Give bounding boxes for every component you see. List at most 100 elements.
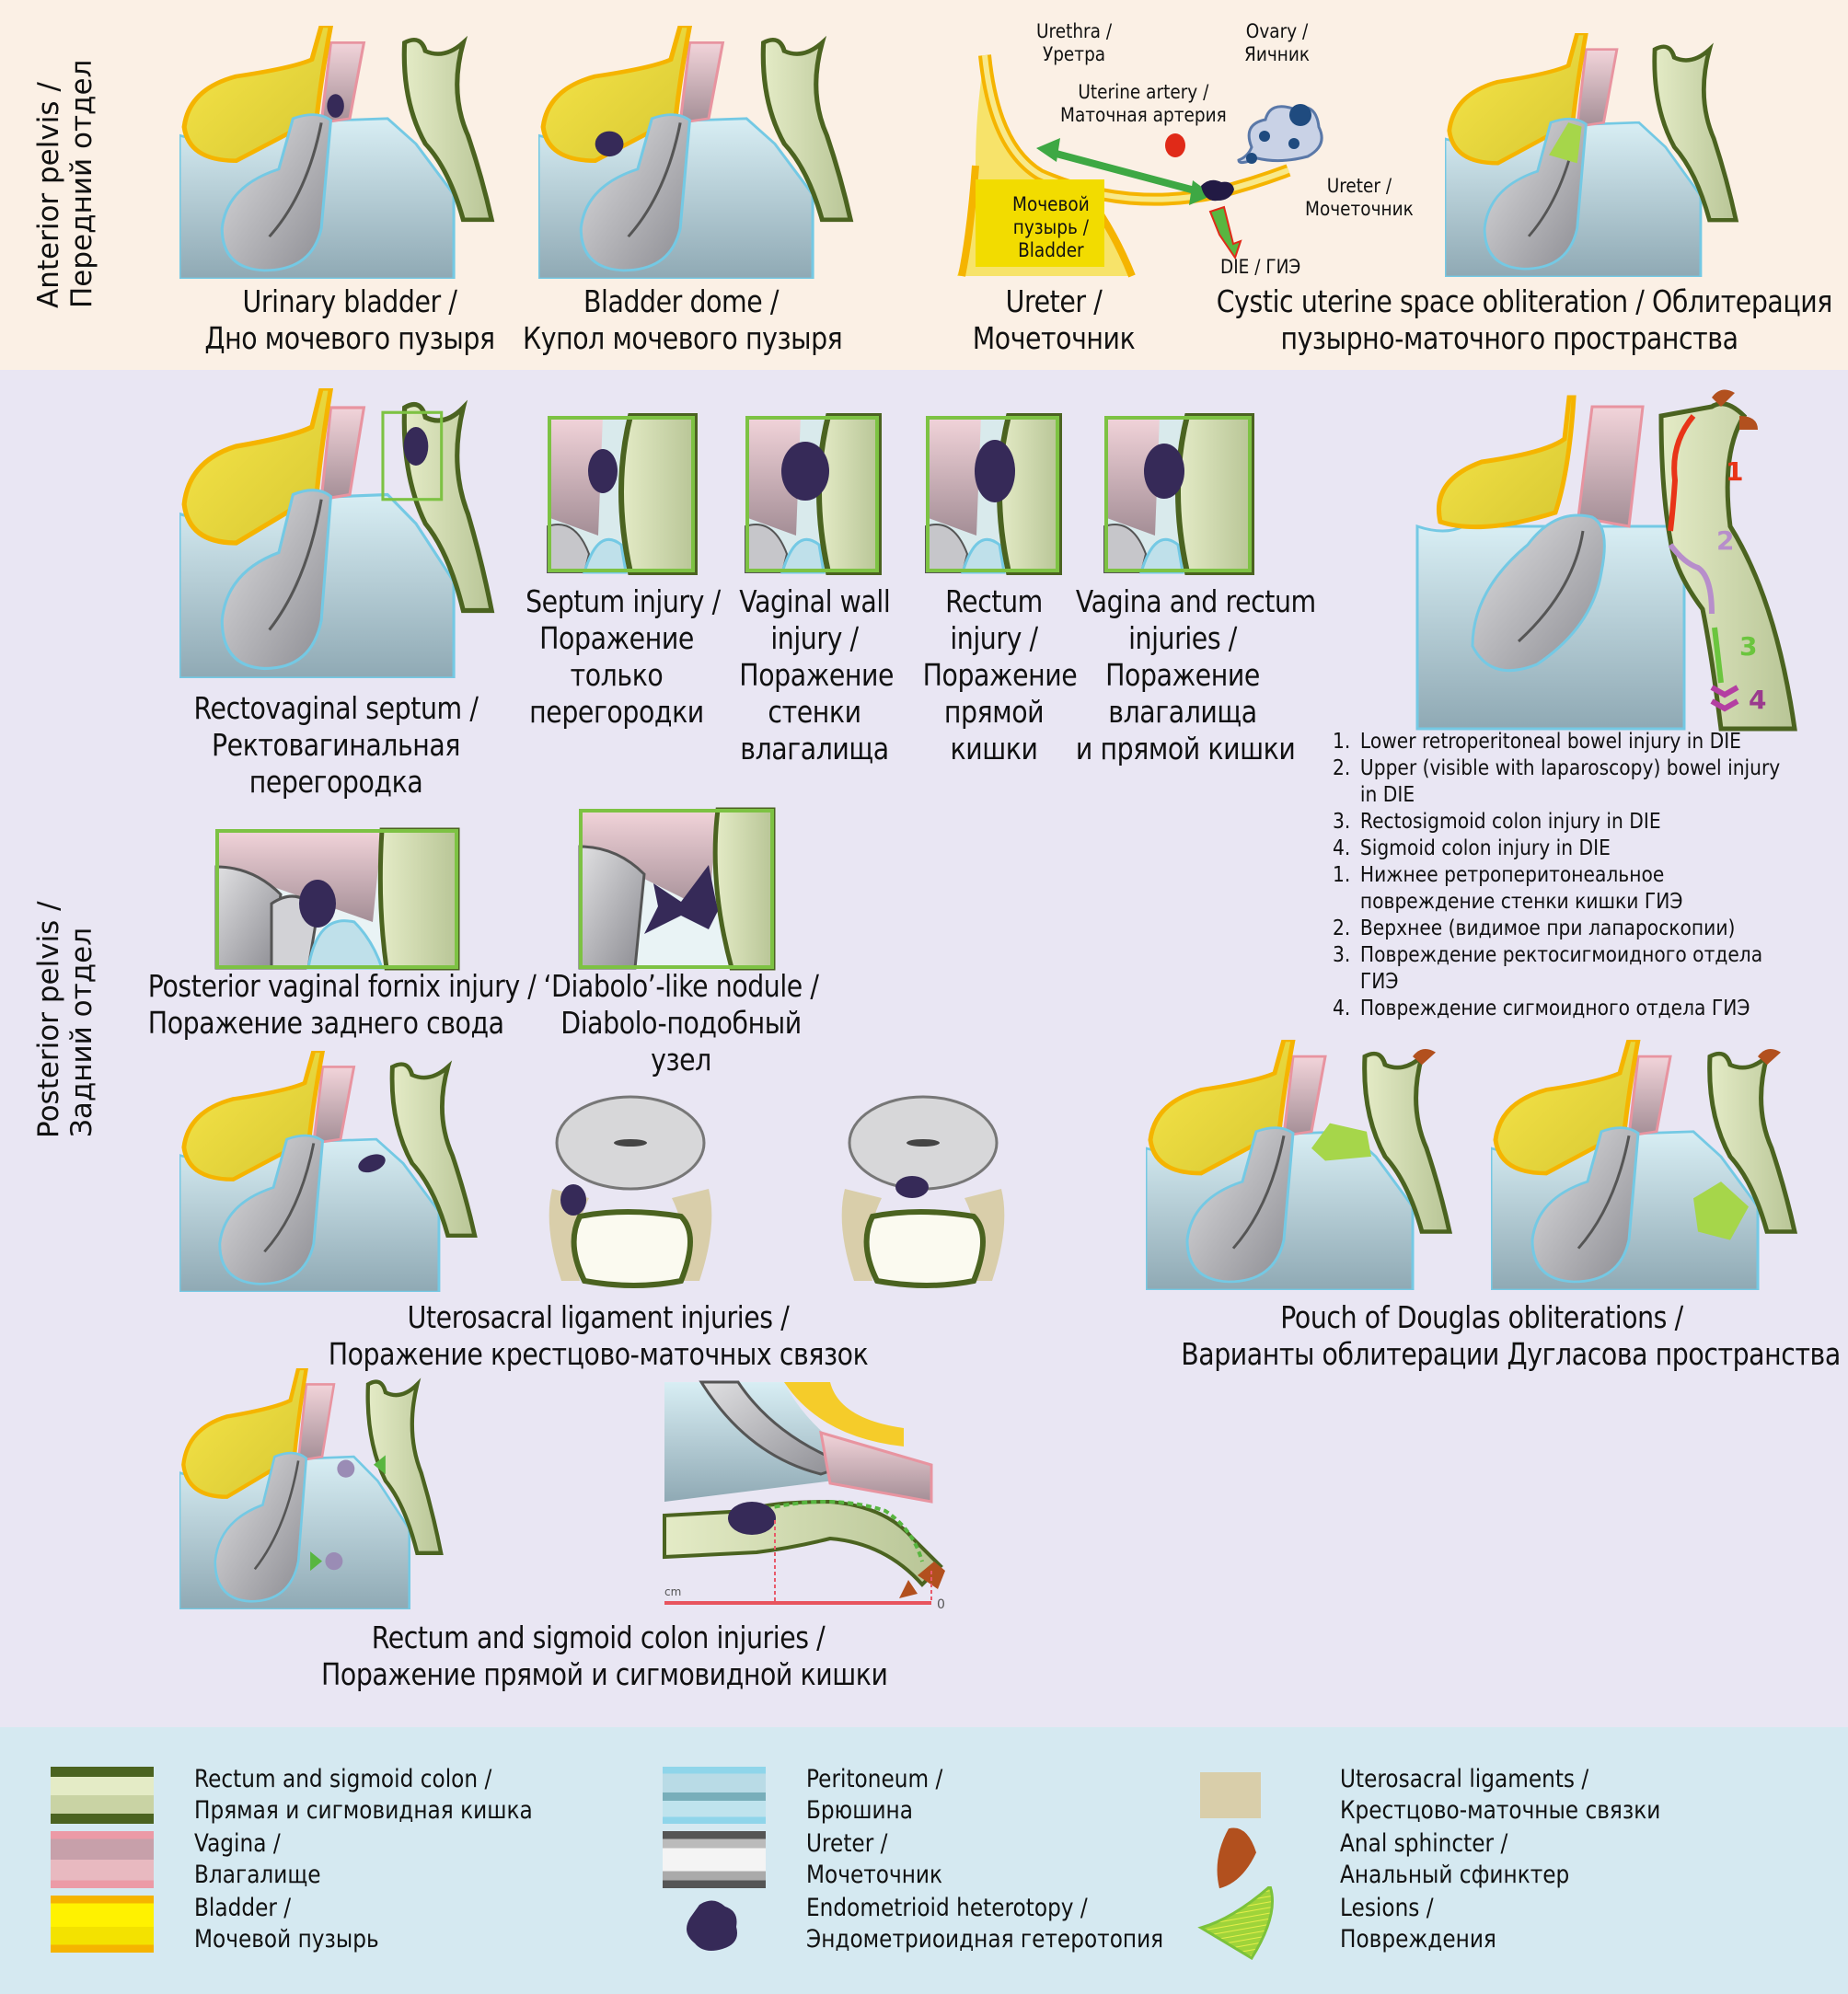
svg-text:0: 0	[937, 1597, 945, 1612]
urinary-bladder-diagram	[179, 26, 520, 279]
bladder-swatch-icon	[51, 1896, 154, 1953]
legend-label-en: Endometrioid heterotopy /	[806, 1894, 1088, 1922]
nodule-icon	[781, 442, 829, 501]
douglas-obliteration-diagram-2	[1491, 1040, 1822, 1290]
svg-text:2: 2	[1716, 525, 1734, 556]
detail-box-3	[925, 413, 1062, 575]
rectovaginal-septum-diagram	[179, 388, 520, 678]
bowel-level-item: 1.Нижнее ретроперитонеальное повреждение…	[1333, 863, 1683, 914]
svg-text:4: 4	[1749, 685, 1766, 715]
nodule-icon	[327, 94, 344, 118]
caption-bladder-dome: Bladder dome /Купол мочевого пузыря	[523, 283, 843, 356]
level-2-arrow	[1668, 543, 1715, 615]
bowel-level-item: 4.Повреждение сигмоидного отдела ГИЭ	[1333, 997, 1750, 1020]
level-4-chevron	[1710, 685, 1739, 712]
cystic-uterine-obliteration-diagram	[1445, 33, 1762, 277]
nodule-icon	[644, 865, 718, 934]
lesion-icon	[1311, 1123, 1371, 1161]
nodule-icon	[728, 1502, 776, 1535]
sphincter-icon	[1413, 1048, 1436, 1066]
caption-douglas: Pouch of Douglas obliterations /Варианты…	[1181, 1299, 1841, 1372]
lesion-icon	[1549, 122, 1582, 164]
legend-label-ru: Эндометриоидная гетеротопия	[806, 1925, 1164, 1954]
anterior-section-label: Anterior pelvis / Передний отдел	[32, 59, 98, 308]
legend-label-en: Anal sphincter /	[1340, 1829, 1508, 1858]
nodule-icon	[358, 1154, 386, 1173]
legend-label-en: Ureter /	[806, 1829, 888, 1858]
caption-posterior-fornix: Posterior vaginal fornix injury /Поражен…	[147, 968, 537, 1041]
bowel-level-item: 4.Sigmoid colon injury in DIE	[1333, 836, 1611, 860]
die-arrow-icon	[1208, 205, 1242, 260]
sphincter-icon	[1758, 1048, 1781, 1066]
nodule-icon	[663, 1896, 766, 1953]
caption-ureter: Ureter /Мочеточник	[972, 283, 1136, 356]
caption-uterosacral: Uterosacral ligament injuries /Поражение…	[328, 1299, 869, 1372]
nodule-icon	[325, 1551, 343, 1571]
legend-label-en: Uterosacral ligaments /	[1340, 1765, 1589, 1793]
nodule-icon	[895, 1176, 929, 1198]
ureter-diagram	[957, 54, 1323, 278]
level-1-arrow	[1668, 414, 1696, 532]
anterior-pelvis-section: Anterior pelvis / Передний отдел Urethra…	[0, 0, 1848, 370]
uterosacral-axial-diagram-1	[549, 1095, 712, 1288]
caption-rectum-sigmoid: Rectum and sigmoid colon injuries /Пораж…	[321, 1619, 888, 1692]
bowel-level-item: 2.Upper (visible with laparoscopy) bowel…	[1333, 756, 1781, 807]
nodule-icon	[337, 1459, 355, 1478]
detail-box-4	[1103, 413, 1254, 575]
legend-label-en: Vagina /	[194, 1829, 281, 1858]
legend-item-ligament-swatch: Uterosacral ligaments / Крестцово-маточны…	[1196, 1764, 1713, 1827]
legend-item-nodule-icon: Endometrioid heterotopy / Эндометриоидная…	[663, 1893, 1221, 1955]
label-uterine-artery: Uterine artery /Маточная артерия	[1060, 81, 1227, 126]
legend-item-rectum-swatch: Rectum and sigmoid colon / Прямая и сигмо…	[51, 1764, 588, 1827]
posterior-fornix-diagram	[214, 827, 460, 971]
sphincter-icon	[899, 1562, 945, 1598]
detail-box-1	[547, 413, 698, 575]
posterior-section-label: Posterior pelvis / Задний отдел	[32, 901, 98, 1138]
nodule-icon	[560, 1184, 586, 1216]
legend-label-en: Bladder /	[194, 1894, 292, 1922]
legend-label-ru: Анальный сфинктер	[1340, 1861, 1570, 1889]
legend-label-ru: Мочеточник	[806, 1861, 943, 1889]
lesion-line	[756, 1500, 924, 1562]
nodule-icon	[299, 880, 336, 928]
rectum-sagittal-diagram	[179, 1368, 465, 1609]
diabolo-nodule-diagram	[578, 807, 776, 971]
douglas-obliteration-diagram-1	[1146, 1040, 1477, 1290]
nodule-icon	[1201, 179, 1234, 202]
bowel-level-item: 2.Верхнее (видимое при лапароскопии)	[1333, 916, 1736, 940]
uterine-artery-icon	[1165, 133, 1185, 157]
svg-text:cm: cm	[664, 1585, 681, 1598]
sphincter-icon	[1196, 1827, 1299, 1889]
caption-urinary-bladder: Urinary bladder /Дно мочевого пузыря	[204, 283, 495, 356]
posterior-pelvis-section: Posterior pelvis / Задний отдел Rectovag…	[0, 370, 1848, 1727]
legend-label-en: Rectum and sigmoid colon /	[194, 1765, 492, 1793]
legend-item-bladder-swatch: Bladder /Мочевой пузырь	[51, 1893, 409, 1955]
legend-item-sphincter-icon: Anal sphincter / Анальный сфинктер	[1196, 1827, 1607, 1891]
legend-item-lesion-icon: Lesions /Повреждения	[1196, 1886, 1522, 1960]
arrow-icon	[373, 1455, 386, 1475]
legend-label-ru: Прямая и сигмовидная кишка	[194, 1796, 533, 1825]
detail-box-2	[745, 413, 882, 575]
legend-label-ru: Крестцово-маточные связки	[1340, 1796, 1661, 1825]
legend-label-ru: Брюшина	[806, 1796, 913, 1825]
legend-label-en: Peritoneum /	[806, 1765, 943, 1793]
nodule-icon	[588, 449, 618, 493]
rectum-length-diagram: cm 0	[663, 1380, 945, 1612]
bladder-dome-diagram	[538, 26, 879, 279]
caption-cystic-uterine: Cystic uterine space obliteration / Обли…	[1216, 283, 1833, 356]
legend-label-ru: Влагалище	[194, 1861, 321, 1889]
vagina-swatch-icon	[51, 1831, 154, 1888]
label-urethra: Urethra /Уретра	[1036, 20, 1113, 65]
bowel-levels-diagram: 1 2 3 4	[1415, 389, 1797, 732]
bowel-level-item: 3.Повреждение ректосигмоидного отдела ГИ…	[1333, 943, 1763, 994]
bowel-level-item: 3.Rectosigmoid colon injury in DIE	[1333, 810, 1661, 834]
legend-section: Rectum and sigmoid colon / Прямая и сигмо…	[0, 1727, 1848, 1994]
ureter-swatch-icon	[663, 1831, 766, 1888]
label-ovary: Ovary /Яичник	[1244, 20, 1311, 65]
rectum-swatch-icon	[51, 1767, 154, 1824]
